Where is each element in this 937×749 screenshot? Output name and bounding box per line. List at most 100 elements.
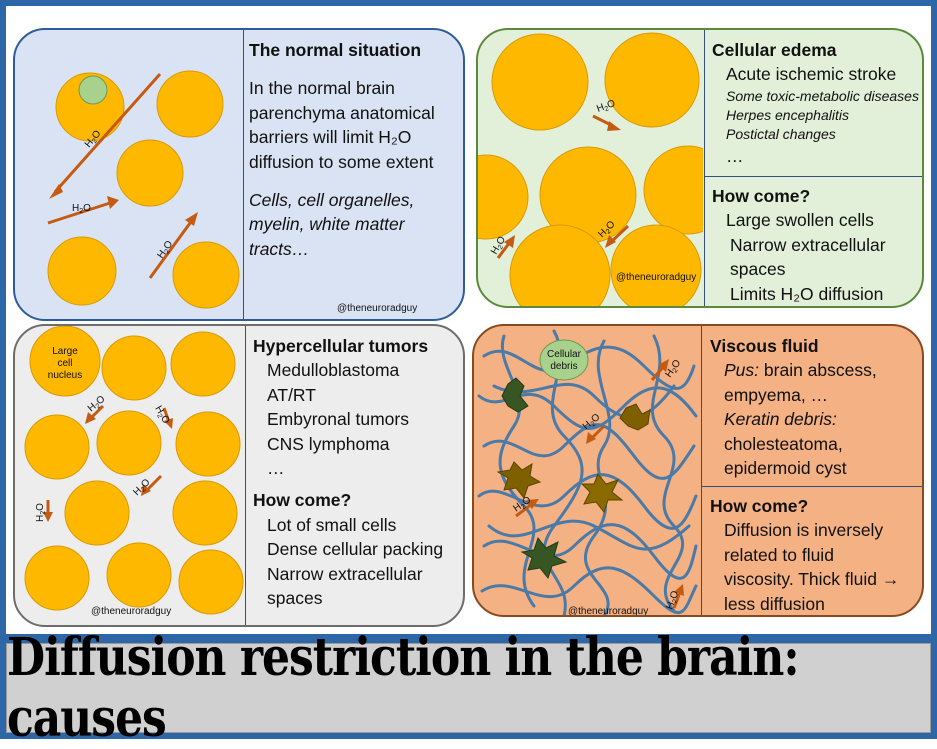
h2o-label: H2O	[155, 239, 176, 262]
swollen-cell	[605, 33, 699, 127]
normal-example-line: myelin, white matter	[249, 212, 464, 236]
edema-illustration: H2O H2O H2O	[478, 30, 703, 308]
normal-example-line: Cells, cell organelles,	[249, 188, 464, 212]
panel-tumors: Large cell nucleus H2O H2O H2O H2O	[13, 324, 465, 627]
nucleus-label: nucleus	[48, 370, 82, 381]
normal-body-line: barriers will limit H₂O	[249, 125, 464, 149]
viscous-text: Viscous fluid Pus: brain abscess, empyem…	[710, 334, 922, 480]
arrowhead	[607, 121, 621, 131]
watermark: @theneuroradguy	[337, 303, 417, 314]
panel-heading: Hypercellular tumors	[253, 334, 465, 358]
normal-body-line: diffusion to some extent	[249, 150, 464, 174]
edema-more: …	[712, 144, 922, 168]
cell	[117, 140, 183, 206]
cell	[157, 71, 223, 137]
debris-label: debris	[550, 361, 577, 372]
nucleus-label: Large	[52, 346, 78, 357]
cell	[173, 242, 239, 308]
divider	[704, 176, 924, 177]
tumor-cell	[25, 415, 89, 479]
how-item: Narrow extracellular	[712, 233, 922, 257]
watermark: @theneuroradguy	[91, 606, 171, 617]
edema-sub-item: Postictal changes	[712, 125, 922, 144]
swollen-cell	[492, 34, 588, 130]
cell-nucleus	[79, 76, 107, 104]
divider	[701, 486, 924, 487]
viscous-illustration: Cellular debris H2O H2O H2O H2O	[474, 326, 700, 617]
watermark: @theneuroradguy	[616, 272, 696, 283]
viscous-how: How come? Diffusion is inversely related…	[710, 494, 922, 616]
keratin-text: cholesteatoma,	[710, 432, 922, 456]
content-area: H2O H2O H2O The normal situation In the …	[6, 6, 931, 634]
tumor-item: Embyronal tumors	[253, 407, 465, 431]
h2o-label: H2O	[35, 503, 47, 522]
how-item: Large swollen cells	[712, 208, 922, 232]
divider	[701, 326, 702, 617]
edema-text: Cellular edema Acute ischemic stroke Som…	[712, 38, 922, 168]
debris-label: Cellular	[547, 349, 582, 360]
normal-illustration: H2O H2O H2O	[15, 30, 245, 321]
tumor-cell	[107, 543, 171, 607]
nucleus-label: cell	[57, 358, 72, 369]
tumor-cell	[102, 336, 166, 400]
tumor-cell	[97, 411, 161, 475]
tumor-cell	[65, 481, 129, 545]
how-heading: How come?	[253, 488, 465, 512]
panel-normal: H2O H2O H2O The normal situation In the …	[13, 28, 465, 321]
tumor-item: AT/RT	[253, 383, 465, 407]
normal-body-line: parenchyma anatomical	[249, 101, 464, 125]
title-banner: Diffusion restriction in the brain: caus…	[6, 643, 931, 733]
how-item: Limits H₂O diffusion	[712, 282, 922, 306]
panel-heading: Cellular edema	[712, 38, 922, 62]
edema-sub-item: Some toxic-metabolic diseases	[712, 87, 922, 106]
h2o-label: H2O	[72, 203, 91, 215]
tumor-item: CNS lymphoma	[253, 432, 465, 456]
arrowhead	[107, 196, 119, 209]
tumor-cell	[25, 546, 89, 610]
arrowhead	[185, 212, 198, 226]
page-title: Diffusion restriction in the brain: caus…	[7, 635, 930, 741]
panel-viscous: Cellular debris H2O H2O H2O H2O @theneur…	[472, 324, 924, 617]
how-item: viscosity. Thick fluid →	[710, 567, 922, 591]
edema-main-item: Acute ischemic stroke	[712, 62, 922, 86]
how-item: Dense cellular packing	[253, 537, 465, 561]
how-heading: How come?	[710, 494, 922, 518]
how-item: Lot of small cells	[253, 513, 465, 537]
how-item: Narrow extracellular	[253, 562, 465, 586]
divider	[704, 30, 705, 308]
keratin-text2: epidermoid cyst	[710, 456, 922, 480]
watermark: @theneuroradguy	[568, 606, 648, 617]
divider	[243, 30, 244, 321]
tumor-item: Medulloblastoma	[253, 358, 465, 382]
cell	[48, 237, 116, 305]
normal-text: The normal situation In the normal brain…	[249, 38, 464, 261]
panel-heading: The normal situation	[249, 38, 464, 62]
tumor-cell	[176, 412, 240, 476]
tumor-illustration: Large cell nucleus H2O H2O H2O H2O	[15, 326, 245, 627]
how-item: related to fluid	[710, 543, 922, 567]
panel-heading: Viscous fluid	[710, 334, 922, 358]
how-item: spaces	[253, 586, 465, 610]
divider	[245, 326, 246, 627]
tumor-item: …	[253, 456, 465, 480]
how-item: spaces	[712, 257, 922, 281]
swollen-cell	[478, 155, 528, 239]
keratin-label: Keratin debris:	[710, 407, 922, 431]
pus-text2: empyema, …	[710, 383, 922, 407]
how-item: Diffusion is inversely	[710, 518, 922, 542]
debris	[620, 404, 650, 430]
how-item: less diffusion	[710, 592, 922, 616]
tumor-cell	[173, 481, 237, 545]
edema-sub-item: Herpes encephalitis	[712, 106, 922, 125]
normal-example-line: tracts…	[249, 237, 464, 261]
tumors-text: Hypercellular tumors Medulloblastoma AT/…	[253, 334, 465, 610]
pus-text: brain abscess,	[764, 360, 877, 380]
how-heading: How come?	[712, 184, 922, 208]
cellular-debris-blob	[540, 340, 588, 380]
swollen-cell	[644, 146, 703, 234]
tumor-cell	[179, 550, 243, 614]
swollen-cell	[611, 225, 701, 308]
normal-body-line: In the normal brain	[249, 76, 464, 100]
panel-edema: H2O H2O H2O @theneuroradguy Cellular ede…	[476, 28, 924, 308]
edema-how: How come? Large swollen cells Narrow ext…	[712, 184, 922, 306]
